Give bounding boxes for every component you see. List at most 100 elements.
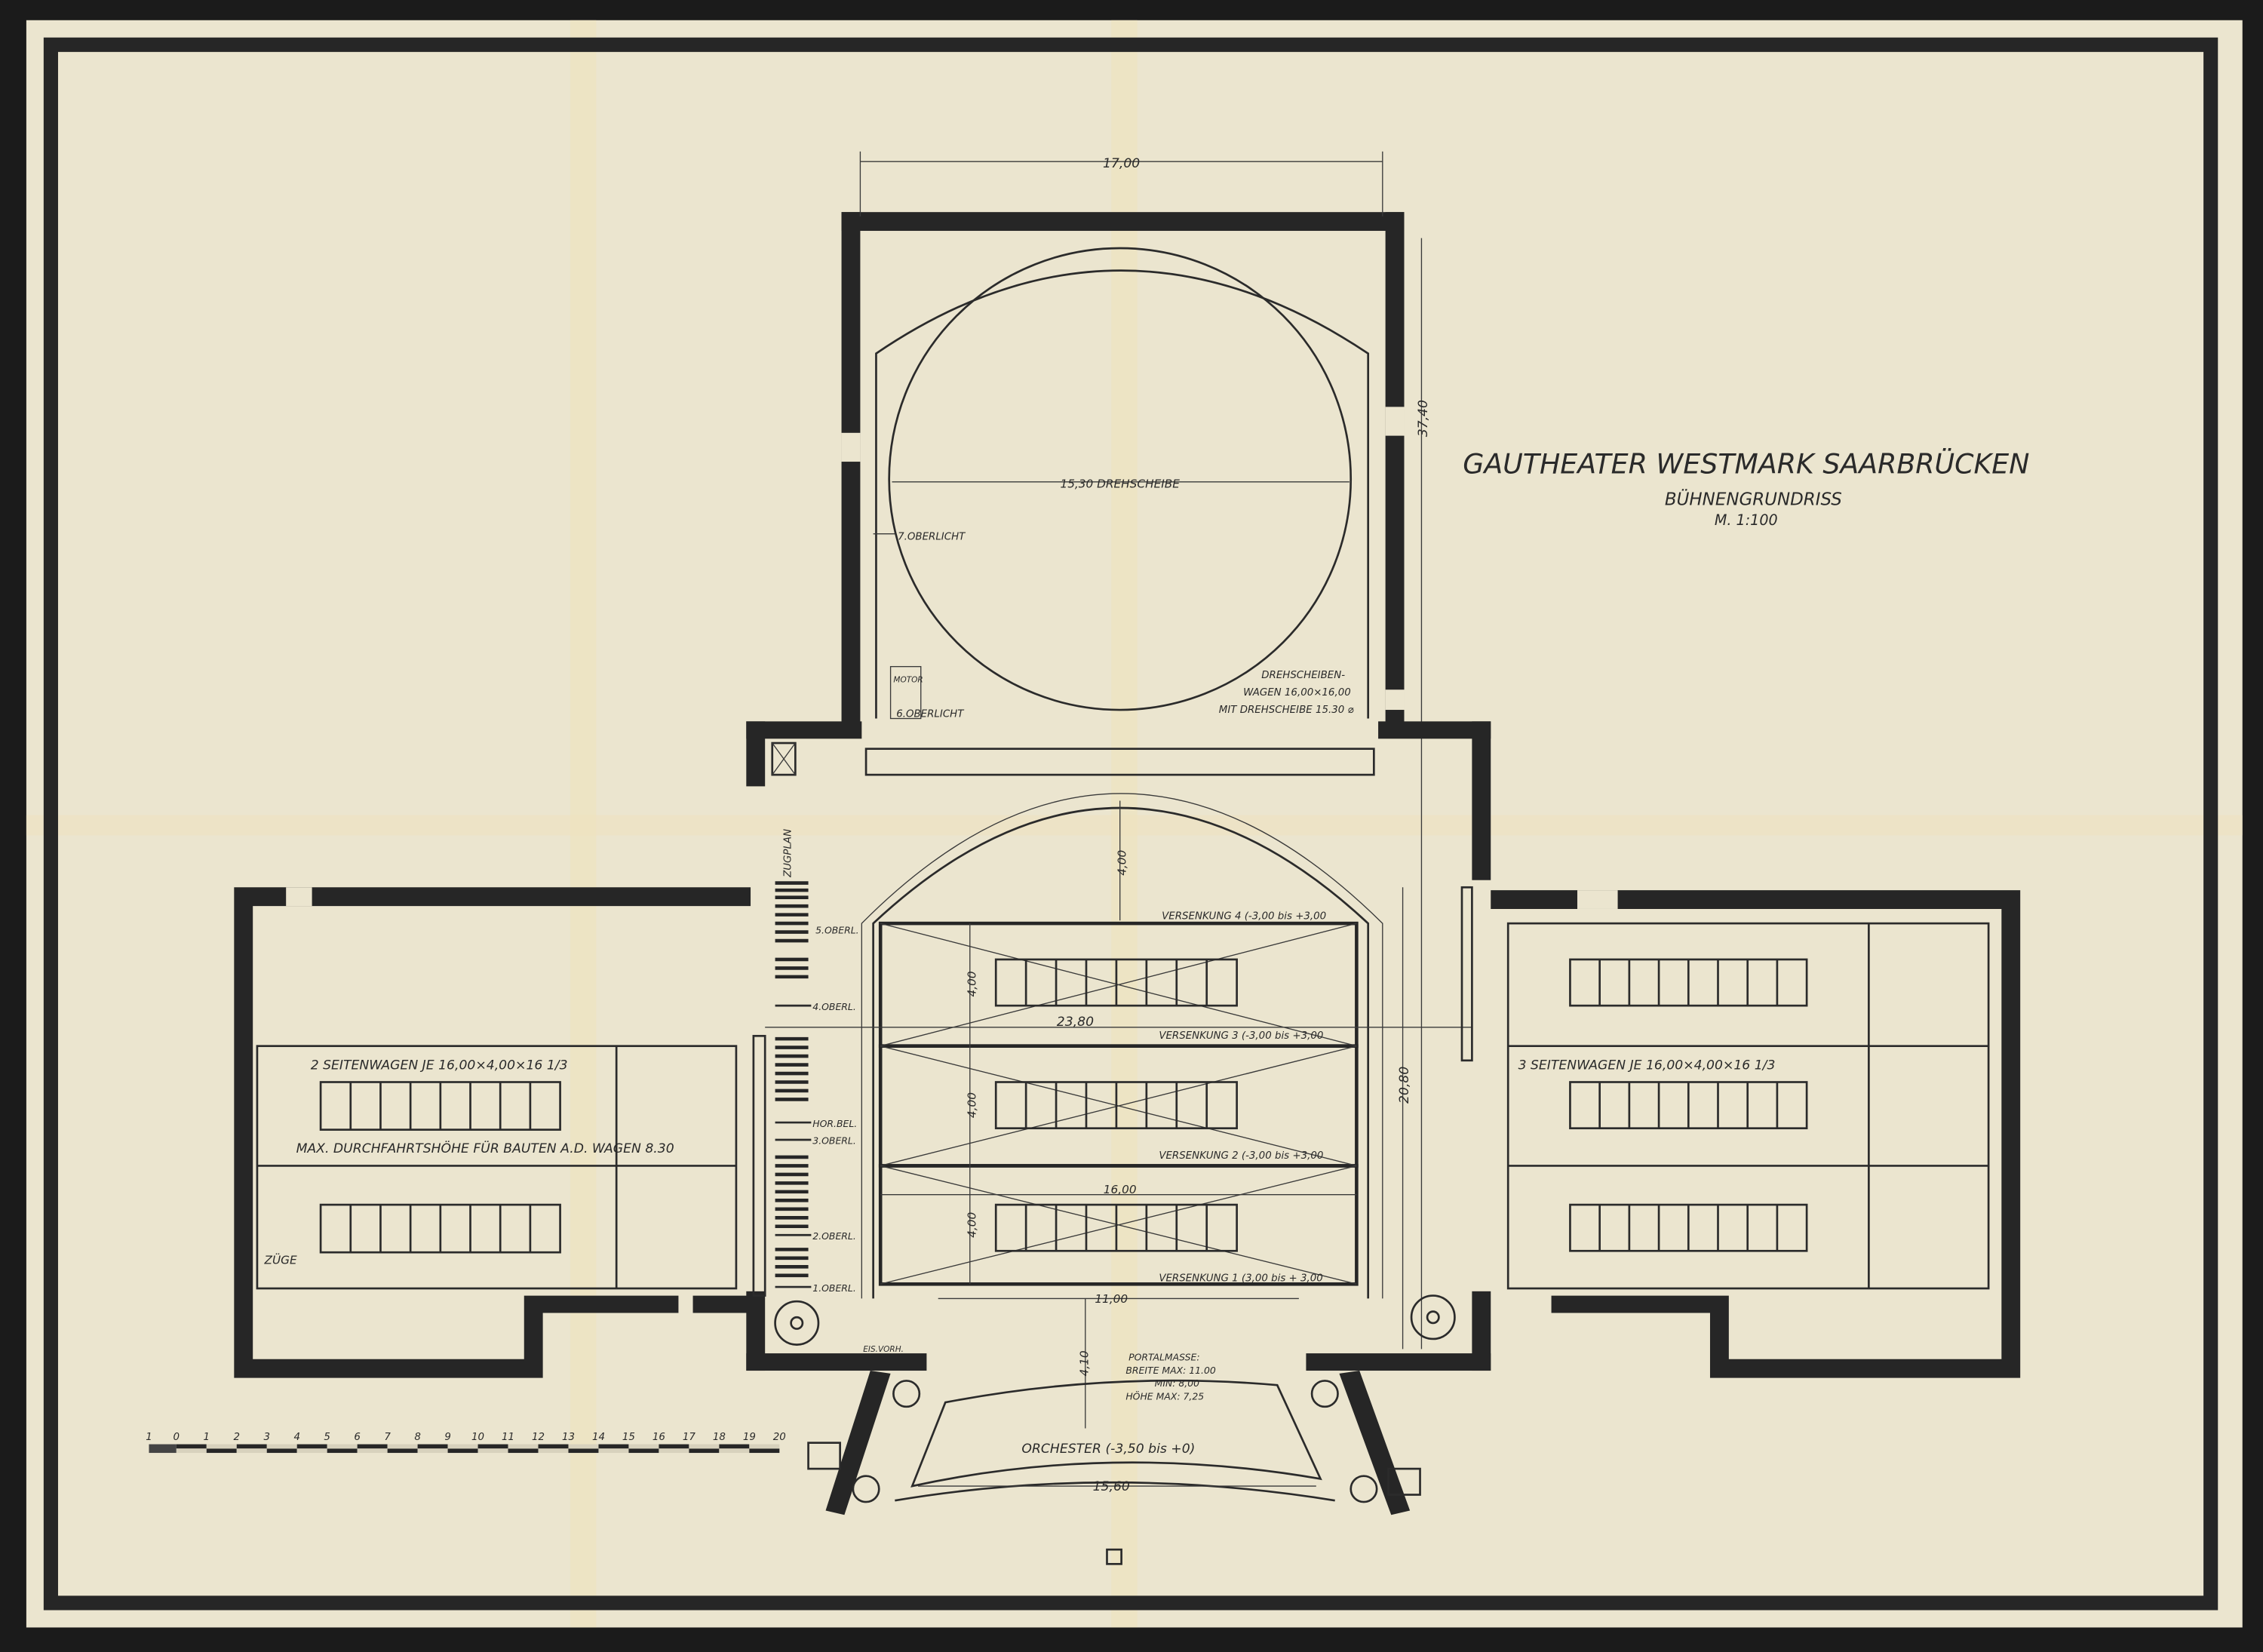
wagon-grid xyxy=(1569,1081,1808,1130)
scale-segment xyxy=(266,1448,297,1454)
lift-3-label: VERSENKUNG 3 (-3,00 bis +3,00 xyxy=(1159,1030,1323,1042)
scale-segment xyxy=(327,1448,358,1454)
scale-segment xyxy=(659,1448,689,1454)
portal-line-3: MIN: 8,00 xyxy=(1155,1377,1200,1389)
turntable-wagon-line-3: MIT DREHSCHEIBE 15.30 ⌀ xyxy=(1219,705,1354,716)
scale-segment xyxy=(749,1448,780,1454)
right-side-stage: 3 SEITENWAGEN JE 16,00×4,00×16 1/3 xyxy=(1491,890,2021,1378)
scale-label: 1 xyxy=(204,1432,210,1443)
scale-label: 6 xyxy=(354,1432,361,1443)
lift-dim-2: 4,00 xyxy=(965,1212,978,1238)
scale-segment xyxy=(538,1448,569,1454)
orchestra-width-dim: 15,60 xyxy=(1093,1479,1130,1494)
rear-stage: 15,30 DREHSCHEIBE 17,00 37,40 7.OBERLICH… xyxy=(841,151,1431,1350)
scale-label: 0 xyxy=(173,1432,180,1443)
scale-label: 18 xyxy=(713,1432,726,1443)
lift-dim-4: 4,00 xyxy=(965,971,978,996)
scale-segment xyxy=(357,1448,388,1454)
lift-width-dim: 16,00 xyxy=(1104,1183,1137,1196)
scale-segment xyxy=(206,1444,237,1449)
drawing-title: GAUTHEATER WESTMARK SAARBRÜCKEN xyxy=(1463,447,2029,480)
fly-label: 1.OBERL. xyxy=(812,1282,856,1294)
scale-label: 16 xyxy=(652,1432,665,1443)
turntable-wagon-line-2: WAGEN 16,00×16,00 xyxy=(1243,687,1351,699)
scale-segment xyxy=(417,1444,448,1449)
scale-segment xyxy=(236,1444,267,1449)
wagon-grid xyxy=(994,1081,1238,1130)
turntable-wagon-line-1: DREHSCHEIBEN- xyxy=(1261,670,1345,681)
scale-segment xyxy=(357,1444,388,1449)
scale-segment xyxy=(719,1444,750,1449)
scale-label: 9 xyxy=(444,1432,451,1443)
scale-segment xyxy=(749,1444,780,1449)
main-depth-dim: 20,80 xyxy=(1397,1067,1412,1104)
arch-dim: 4,00 xyxy=(1115,850,1128,876)
spiral-stair-left xyxy=(774,1300,820,1346)
iron-curtain-label: EIS.VORH. xyxy=(863,1345,904,1354)
stage-width-dim: 23,80 xyxy=(1057,1015,1094,1030)
scale-segment xyxy=(387,1444,418,1449)
scale-segment xyxy=(659,1444,689,1449)
clearance-label: MAX. DURCHFAHRTSHÖHE FÜR BAUTEN A.D. WAG… xyxy=(296,1140,674,1156)
lift-dim-3: 4,00 xyxy=(965,1092,978,1118)
lift-2-label: VERSENKUNG 2 (-3,00 bis +3,00 xyxy=(1159,1150,1323,1162)
left-wagons-label: 2 SEITENWAGEN JE 16,00×4,00×16 1/3 xyxy=(311,1058,568,1073)
hoists-label: ZÜGE xyxy=(263,1252,297,1267)
left-side-stage: 2 SEITENWAGEN JE 16,00×4,00×16 1/3 MAX. … xyxy=(234,887,751,1378)
scale-segment xyxy=(387,1448,418,1454)
portal-line-4: HÖHE MAX: 7,25 xyxy=(1125,1389,1204,1402)
wagon-grid xyxy=(1569,1203,1808,1252)
drawing-frame xyxy=(43,37,2218,1611)
drawing-subtitle: BÜHNENGRUNDRISS xyxy=(1665,488,1842,509)
orchestra-label: ORCHESTER (-3,50 bis +0) xyxy=(1021,1442,1195,1457)
scale-segment xyxy=(477,1448,508,1454)
scale-label: 3 xyxy=(263,1432,270,1443)
fly-label: 2.OBERL. xyxy=(812,1230,856,1242)
scale-label: 12 xyxy=(532,1432,545,1443)
fly-label: HOR.BEL. xyxy=(812,1118,857,1129)
lift-1-label: VERSENKUNG 1 (3,00 bis + 3,00 xyxy=(1159,1273,1322,1284)
scale-segment xyxy=(296,1444,327,1449)
scale-label: 14 xyxy=(592,1432,605,1443)
scale-label: 7 xyxy=(384,1432,391,1443)
skylight-6-label: 6.OBERLICHT xyxy=(896,709,965,720)
scale-segment xyxy=(568,1448,599,1454)
scale-label: 13 xyxy=(562,1432,575,1443)
orchestra-area: ORCHESTER (-3,50 bis +0) 15,60 PORTALMAS… xyxy=(807,1352,1421,1565)
scale-segment xyxy=(296,1448,327,1454)
right-wagons-label: 3 SEITENWAGEN JE 16,00×4,00×16 1/3 xyxy=(1518,1058,1776,1073)
apron-dim: 4,10 xyxy=(1078,1350,1092,1376)
scale-label: 8 xyxy=(414,1432,421,1443)
scale-segment xyxy=(568,1444,599,1449)
fly-plan-label: ZUGPLAN xyxy=(783,829,794,878)
lift-4-label: VERSENKUNG 4 (-3,00 bis +3,00 xyxy=(1162,910,1326,922)
scale-segment xyxy=(508,1444,539,1449)
rear-width-dim: 17,00 xyxy=(1103,156,1140,171)
scale-segment xyxy=(628,1444,659,1449)
scale-segment xyxy=(598,1448,629,1454)
turntable-label: 15,30 DREHSCHEIBE xyxy=(1060,477,1180,490)
fly-label: 5.OBERL. xyxy=(815,924,859,935)
wagon-grid xyxy=(1569,958,1808,1007)
fold-line xyxy=(26,815,2243,836)
scale-label: 20 xyxy=(773,1432,786,1443)
scale-segment xyxy=(598,1444,629,1449)
scale-label: 4 xyxy=(293,1432,300,1443)
scale-label: 15 xyxy=(622,1432,635,1443)
scale-label: 10 xyxy=(471,1432,484,1443)
wagon-grid xyxy=(319,1081,561,1131)
portal-line-2: BREITE MAX: 11.00 xyxy=(1125,1365,1216,1376)
scale-segment xyxy=(689,1444,720,1449)
drawing-scale: M. 1:100 xyxy=(1715,511,1778,529)
scale-checker xyxy=(149,1444,177,1454)
stage-depth-dim: 37,40 xyxy=(1416,400,1431,437)
scale-segment xyxy=(417,1448,448,1454)
scale-segment xyxy=(447,1448,478,1454)
turntable xyxy=(888,247,1353,711)
scale-label: 1 xyxy=(146,1432,152,1443)
scale-segment xyxy=(176,1444,207,1449)
spiral-stair-right xyxy=(1410,1294,1456,1340)
scale-label: 19 xyxy=(743,1432,756,1443)
